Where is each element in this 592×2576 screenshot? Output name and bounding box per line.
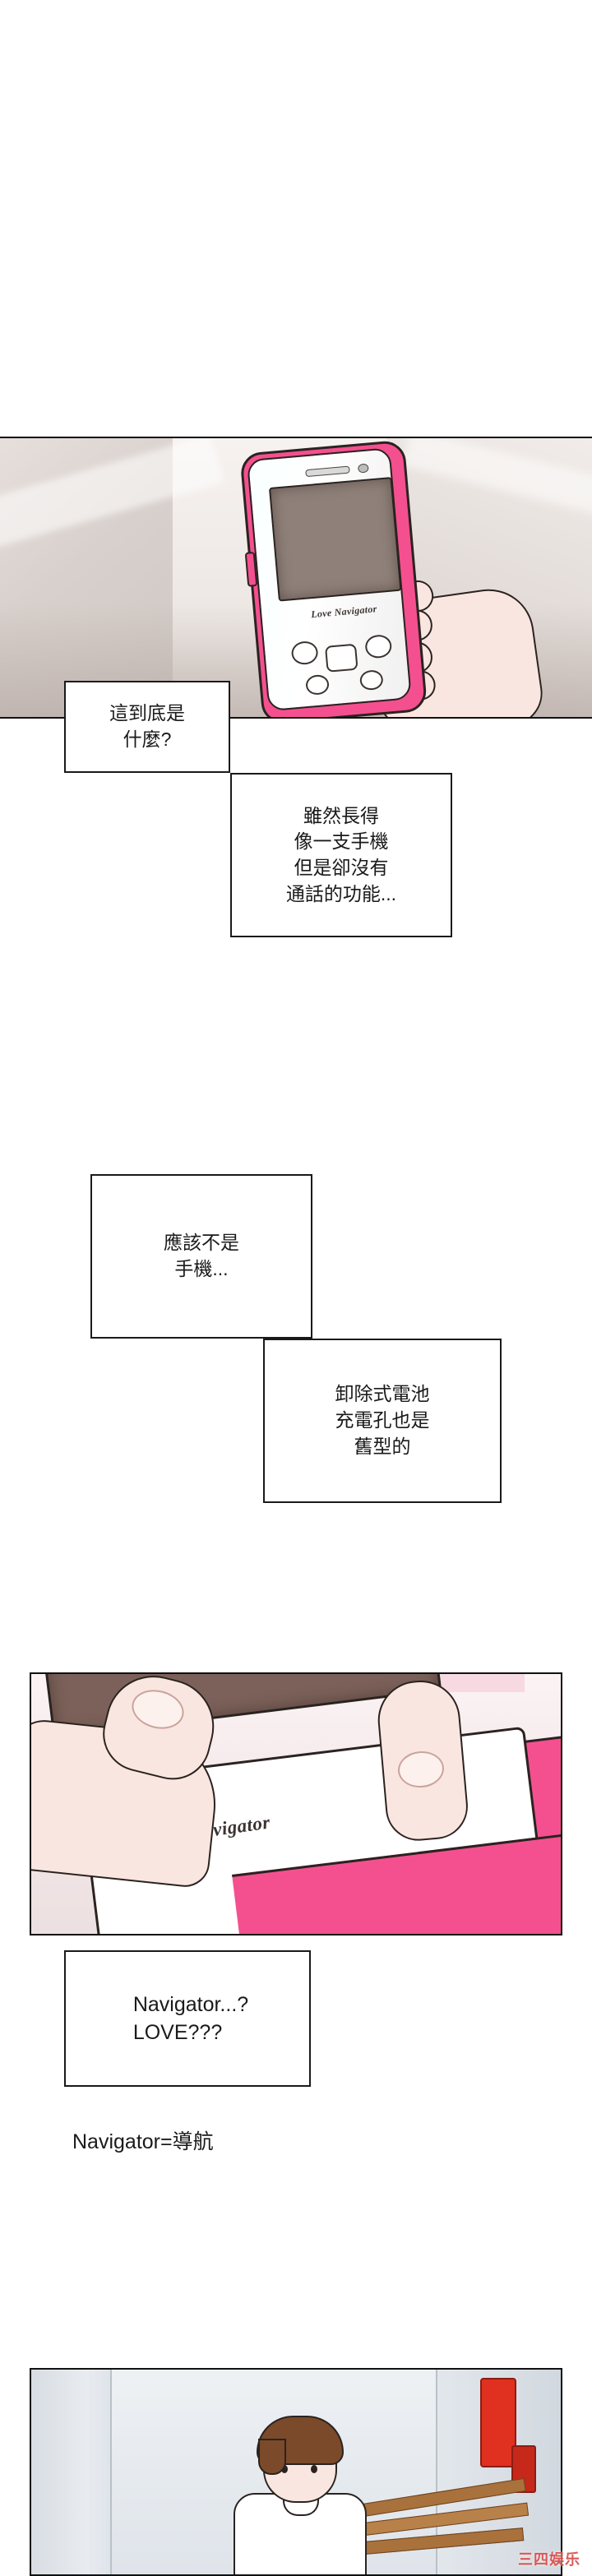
speech-bubble-5: Navigator...? LOVE???	[64, 1950, 311, 2087]
speech-bubble-5-text: Navigator...? LOVE???	[132, 1992, 249, 2045]
panel-2-hand-right	[365, 1677, 513, 1886]
device-key-left	[290, 640, 319, 666]
panel-2-hand-left	[31, 1674, 253, 1889]
panel-3	[30, 2368, 562, 2576]
speech-bubble-2: 雖然長得 像一支手機 但是卻沒有 通話的功能...	[230, 773, 452, 937]
speech-bubble-2-text: 雖然長得 像一支手機 但是卻沒有 通話的功能...	[285, 804, 397, 904]
speech-bubble-1: 這到底是 什麼?	[64, 681, 230, 773]
speech-bubble-3: 應該不是 手機...	[90, 1174, 312, 1339]
device-keypad	[284, 620, 401, 700]
device-key-bottom-right	[358, 668, 384, 691]
device-front-face: Love Navigator	[246, 447, 412, 712]
eye-icon	[311, 2465, 317, 2473]
device-speaker-icon	[305, 465, 350, 478]
caption-text: Navigator=導航	[72, 2130, 214, 2153]
panel-2: Love Navigator	[30, 1672, 562, 1935]
device-screen	[268, 477, 402, 602]
device-logo-label: Love Navigator	[310, 603, 378, 621]
device-camera-icon	[357, 463, 369, 474]
speech-bubble-1-text: 這到底是 什麼?	[109, 702, 185, 750]
panel-3-red-object	[480, 2378, 516, 2467]
device-key-right	[364, 633, 393, 659]
speech-bubble-4-text: 卸除式電池 充電孔也是 舊型的	[335, 1383, 430, 1457]
panel-3-boy-hair-side	[258, 2439, 286, 2475]
panel-3-left-pillar	[31, 2370, 112, 2574]
speech-bubble-4: 卸除式電池 充電孔也是 舊型的	[263, 1339, 502, 1503]
eye-icon	[281, 2465, 288, 2473]
panel-1-device: Love Navigator	[239, 439, 428, 717]
watermark: 三四娱乐	[518, 2551, 580, 2568]
device-key-center	[324, 643, 358, 673]
device-key-bottom-left	[305, 673, 331, 696]
panel-1: Love Navigator	[0, 437, 592, 719]
speech-bubble-3-text: 應該不是 手機...	[164, 1232, 239, 1279]
